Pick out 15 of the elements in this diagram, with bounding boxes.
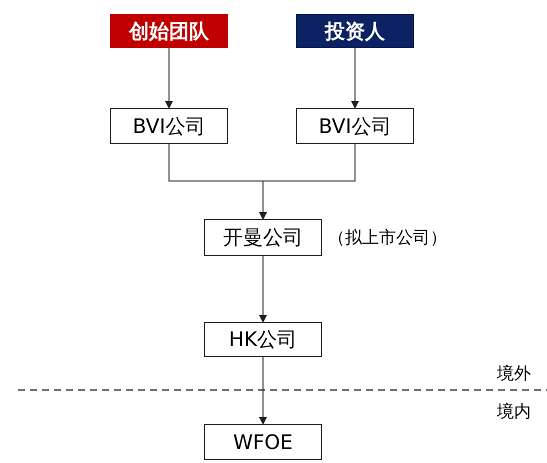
- title-box: 创始团队: [110, 14, 228, 48]
- arrow: [165, 48, 173, 109]
- arrow: [351, 48, 359, 109]
- arrow: [259, 356, 267, 425]
- region-label: 境内: [497, 401, 531, 423]
- company-box: 开曼公司: [204, 219, 322, 256]
- company-box: HK公司: [204, 322, 322, 357]
- region-label: 境外: [497, 363, 531, 385]
- title-box: 投资人: [296, 14, 414, 48]
- arrow: [259, 144, 356, 220]
- company-box: BVI公司: [296, 108, 414, 144]
- note-text: （拟上市公司）: [328, 227, 447, 249]
- company-box: BVI公司: [110, 108, 228, 144]
- company-box: WFOE: [204, 424, 322, 460]
- arrow: [259, 256, 267, 323]
